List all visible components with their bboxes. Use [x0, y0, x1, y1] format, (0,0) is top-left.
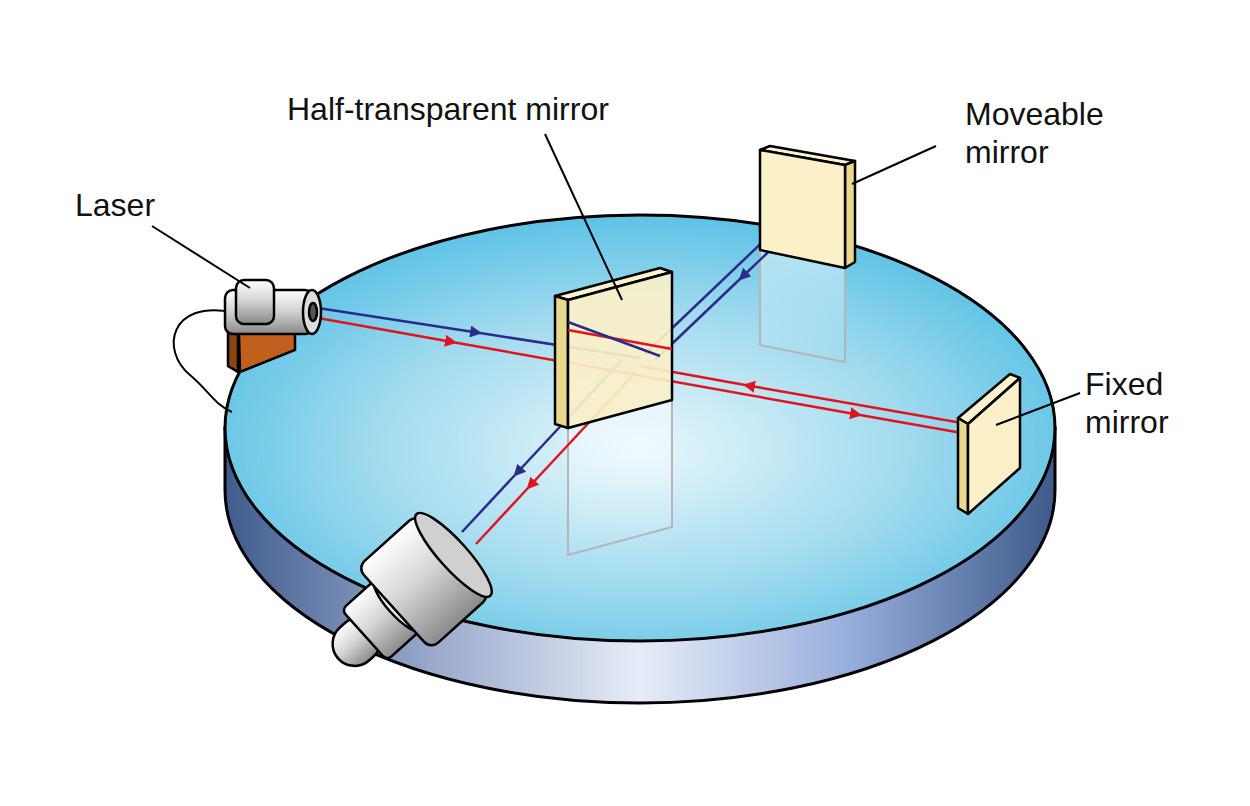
fixed-mirror-label: Fixed mirror	[1085, 365, 1210, 441]
laser-device-part	[303, 290, 321, 334]
laser-label: Laser	[75, 186, 195, 224]
leader-lines-part	[152, 226, 250, 288]
leader-lines-part	[996, 393, 1080, 425]
detector	[301, 505, 500, 700]
moveable-mirror-label: Moveable mirror	[965, 95, 1145, 171]
laser-device-part	[309, 303, 317, 321]
leader-lines-part	[545, 134, 622, 300]
laser-device-part	[174, 310, 232, 412]
half-transparent-mirror-part	[555, 296, 568, 428]
moveable-mirror	[760, 146, 855, 268]
laser-beams-part	[318, 318, 455, 343]
laser-beams-part	[745, 385, 962, 423]
laser-beams-part	[476, 488, 528, 544]
leader-lines-part	[852, 146, 936, 184]
laser-beams-part	[318, 308, 480, 333]
leader-lines	[152, 134, 1080, 425]
laser-device-part	[236, 280, 274, 324]
half-mirror-label: Half-transparent mirror	[287, 90, 707, 128]
half-transparent-mirror	[555, 268, 672, 428]
laser-device	[174, 280, 321, 412]
laser-beams-part	[860, 415, 962, 433]
table-disk	[225, 215, 1055, 703]
beam-through-mirror-part	[568, 330, 672, 349]
beam-through-mirror-part	[568, 322, 660, 356]
mirror-reflections-part	[760, 250, 845, 362]
moveable-mirror-part	[845, 161, 855, 268]
fixed-mirror	[958, 374, 1020, 514]
laser-beams-part	[462, 475, 515, 532]
table-disk-part	[225, 215, 1055, 641]
moveable-mirror-part	[760, 150, 845, 268]
fixed-mirror-part	[958, 418, 968, 514]
detector-part	[406, 505, 500, 605]
fixed-mirror-part	[968, 378, 1020, 514]
laser-beams	[318, 192, 962, 544]
beam-through-mirror	[568, 322, 672, 356]
